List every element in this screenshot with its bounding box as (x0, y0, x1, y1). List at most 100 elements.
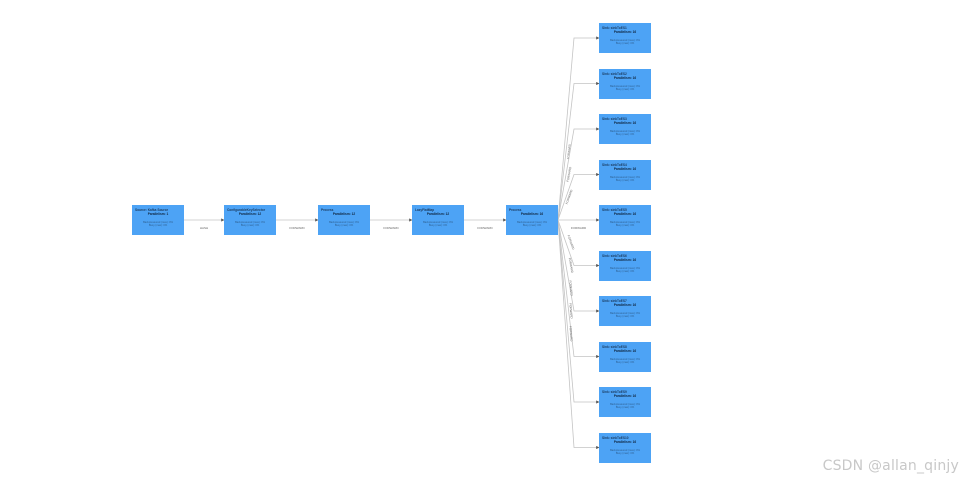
operator-parallelism: Parallelism: 16 (613, 303, 637, 307)
edge: FORWARD (558, 218, 600, 230)
operator-parallelism: Parallelism: 12 (238, 212, 262, 216)
operator-busy: Busy (max): 0% (522, 224, 542, 228)
operator-name: Sink: sinkToES4 (602, 162, 627, 167)
operator-busy: Busy (max): 0% (615, 406, 635, 410)
edge: FORWARD (464, 218, 507, 230)
edge-line (557, 81, 600, 221)
edge-label: FORWARD (383, 226, 399, 230)
operator-busy: Busy (max): 0% (615, 133, 635, 137)
operator-parallelism: Parallelism: 16 (613, 166, 637, 171)
operator-backpressure: Backpressured (max): 0% (610, 39, 640, 42)
edge: FORWARD (557, 81, 600, 221)
operator-backpressure: Backpressured (max): 0% (143, 221, 173, 224)
edge: HASH (184, 218, 225, 230)
operator-busy: Busy (max): 0% (428, 224, 448, 228)
operator-busy: Busy (max): 0% (615, 224, 635, 228)
operator-busy: Busy (max): 0% (615, 451, 635, 455)
edge-line (557, 219, 600, 268)
edge-label: FORWARD (565, 188, 574, 205)
edge-label: FORWARD (571, 226, 587, 230)
edge-line (557, 36, 600, 221)
edge-line (557, 219, 600, 313)
operator-parallelism: Parallelism: 16 (613, 121, 637, 125)
watermark: CSDN @allan_qinjy (822, 458, 959, 474)
edge-label: FORWARD (566, 143, 572, 160)
edge-label: FORWARD (289, 226, 305, 230)
operator-parallelism: Parallelism: 16 (520, 212, 544, 216)
operator-backpressure: Backpressured (max): 0% (235, 221, 265, 224)
operator-name: Sink: sinkToES5 (602, 208, 627, 212)
operator-name: Sink: sinkToES3 (602, 117, 627, 121)
operator-busy: Busy (max): 0% (615, 42, 635, 46)
operator-backpressure: Backpressured (max): 0% (610, 84, 640, 88)
operator-name: Sink: sinkToES8 (602, 344, 627, 349)
operator-parallelism: Parallelism: 12 (332, 212, 356, 216)
edge: FORWARD (557, 219, 600, 450)
edge-line (557, 219, 600, 359)
edge: FORWARD (557, 172, 600, 221)
operator-parallelism: Parallelism: 16 (613, 75, 637, 80)
operator-parallelism: Parallelism: 16 (613, 348, 637, 353)
operator-parallelism: Parallelism: 16 (613, 212, 637, 216)
operator-parallelism: Parallelism: 12 (426, 212, 450, 216)
operator-name: Source: Kafka Source (135, 208, 169, 212)
operator-backpressure: Backpressured (max): 0% (610, 357, 640, 361)
operator-name: Sink: sinkToES2 (602, 71, 627, 76)
operator-backpressure: Backpressured (max): 0% (610, 175, 640, 179)
operator-backpressure: Backpressured (max): 0% (610, 130, 640, 133)
operator-backpressure: Backpressured (max): 0% (610, 221, 640, 224)
operator-parallelism: Parallelism: 16 (613, 394, 637, 398)
edge-label: FORWARD (568, 326, 573, 342)
operator-busy: Busy (max): 0% (240, 224, 260, 228)
operator-name: ConfigurableKeySelector (227, 208, 266, 212)
operator-name: Process (321, 208, 334, 212)
edge-label: FORWARD (567, 235, 576, 252)
edge-label: FORWARD (568, 257, 575, 274)
operator-name: Sink: sinkToES7 (602, 299, 627, 303)
operator-backpressure: Backpressured (max): 0% (517, 221, 547, 224)
operator-busy: Busy (max): 0% (148, 224, 168, 228)
operator-backpressure: Backpressured (max): 0% (610, 448, 640, 452)
operator-parallelism: Parallelism: 16 (613, 439, 637, 444)
edge-line (557, 219, 600, 450)
edge: FORWARD (557, 219, 600, 268)
operator-parallelism: Parallelism: 16 (613, 30, 637, 34)
edge: FORWARD (557, 219, 600, 404)
edge: FORWARD (557, 127, 600, 221)
operator-backpressure: Backpressured (max): 0% (610, 312, 640, 315)
edge-label: FORWARD (568, 280, 574, 297)
operator-busy: Busy (max): 0% (615, 360, 635, 364)
operator-name: LazyFlatMap (415, 208, 435, 212)
operator-name: Sink: sinkToES1 (602, 26, 627, 30)
operator-busy: Busy (max): 0% (615, 269, 635, 273)
edge-label: FORWARD (568, 303, 573, 319)
edge-line (557, 127, 600, 221)
operator-parallelism: Parallelism: 16 (613, 257, 637, 262)
operator-backpressure: Backpressured (max): 0% (610, 403, 640, 406)
operator-backpressure: Backpressured (max): 0% (610, 266, 640, 270)
edge-label: FORWARD (566, 166, 573, 183)
operator-backpressure: Backpressured (max): 0% (329, 221, 359, 224)
operator-name: Sink: sinkToES6 (602, 253, 627, 258)
edge: FORWARD (557, 219, 600, 359)
operator-busy: Busy (max): 0% (615, 87, 635, 91)
operator-busy: Busy (max): 0% (615, 178, 635, 182)
edge: FORWARD (276, 218, 319, 230)
operator-name: Sink: sinkToES10 (602, 435, 629, 440)
